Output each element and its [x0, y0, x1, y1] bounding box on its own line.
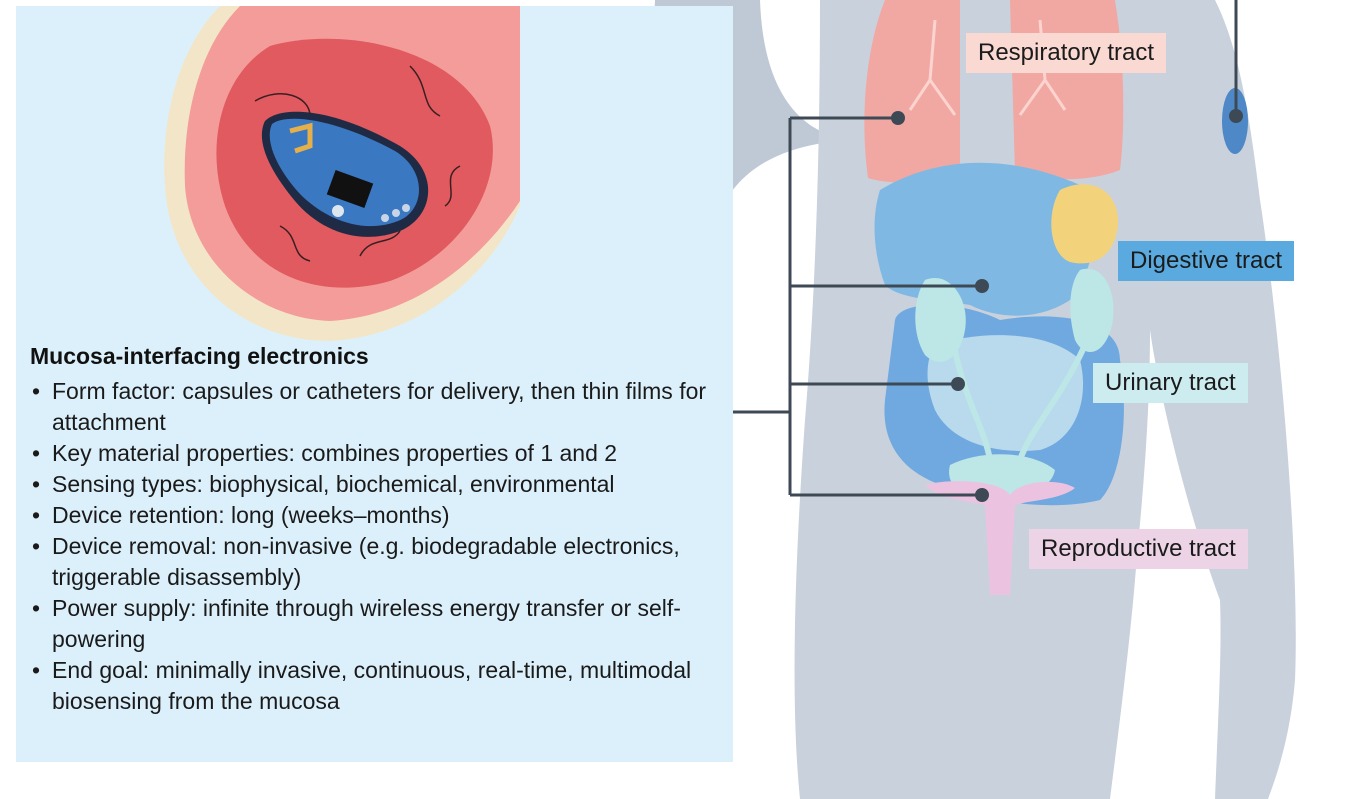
list-item: •End goal: minimally invasive, continuou… — [32, 657, 692, 714]
connector-lines — [733, 0, 1238, 497]
panel-title: Mucosa-interfacing electronics — [30, 343, 369, 369]
list-item: •Form factor: capsules or catheters for … — [32, 378, 707, 435]
mucosa-device-illustration — [164, 6, 520, 341]
reproductive-tract-label: Reproductive tract — [1029, 529, 1248, 569]
list-item: •Key material properties: combines prope… — [32, 440, 618, 466]
property-list: •Form factor: capsules or catheters for … — [30, 376, 730, 717]
digestive-tract-label: Digestive tract — [1118, 241, 1295, 281]
digestive-organs-illustration — [874, 162, 1124, 506]
list-item: •Power supply: infinite through wireless… — [32, 595, 681, 652]
connector-endpoints — [891, 109, 1243, 502]
reproductive-organs-illustration — [925, 481, 1075, 595]
list-item: •Device removal: non-invasive (e.g. biod… — [32, 533, 680, 590]
urinary-tract-label: Urinary tract — [1093, 363, 1248, 403]
respiratory-tract-label: Respiratory tract — [966, 33, 1167, 73]
list-item: •Sensing types: biophysical, biochemical… — [32, 471, 615, 497]
list-item: •Device retention: long (weeks–months) — [32, 502, 450, 528]
